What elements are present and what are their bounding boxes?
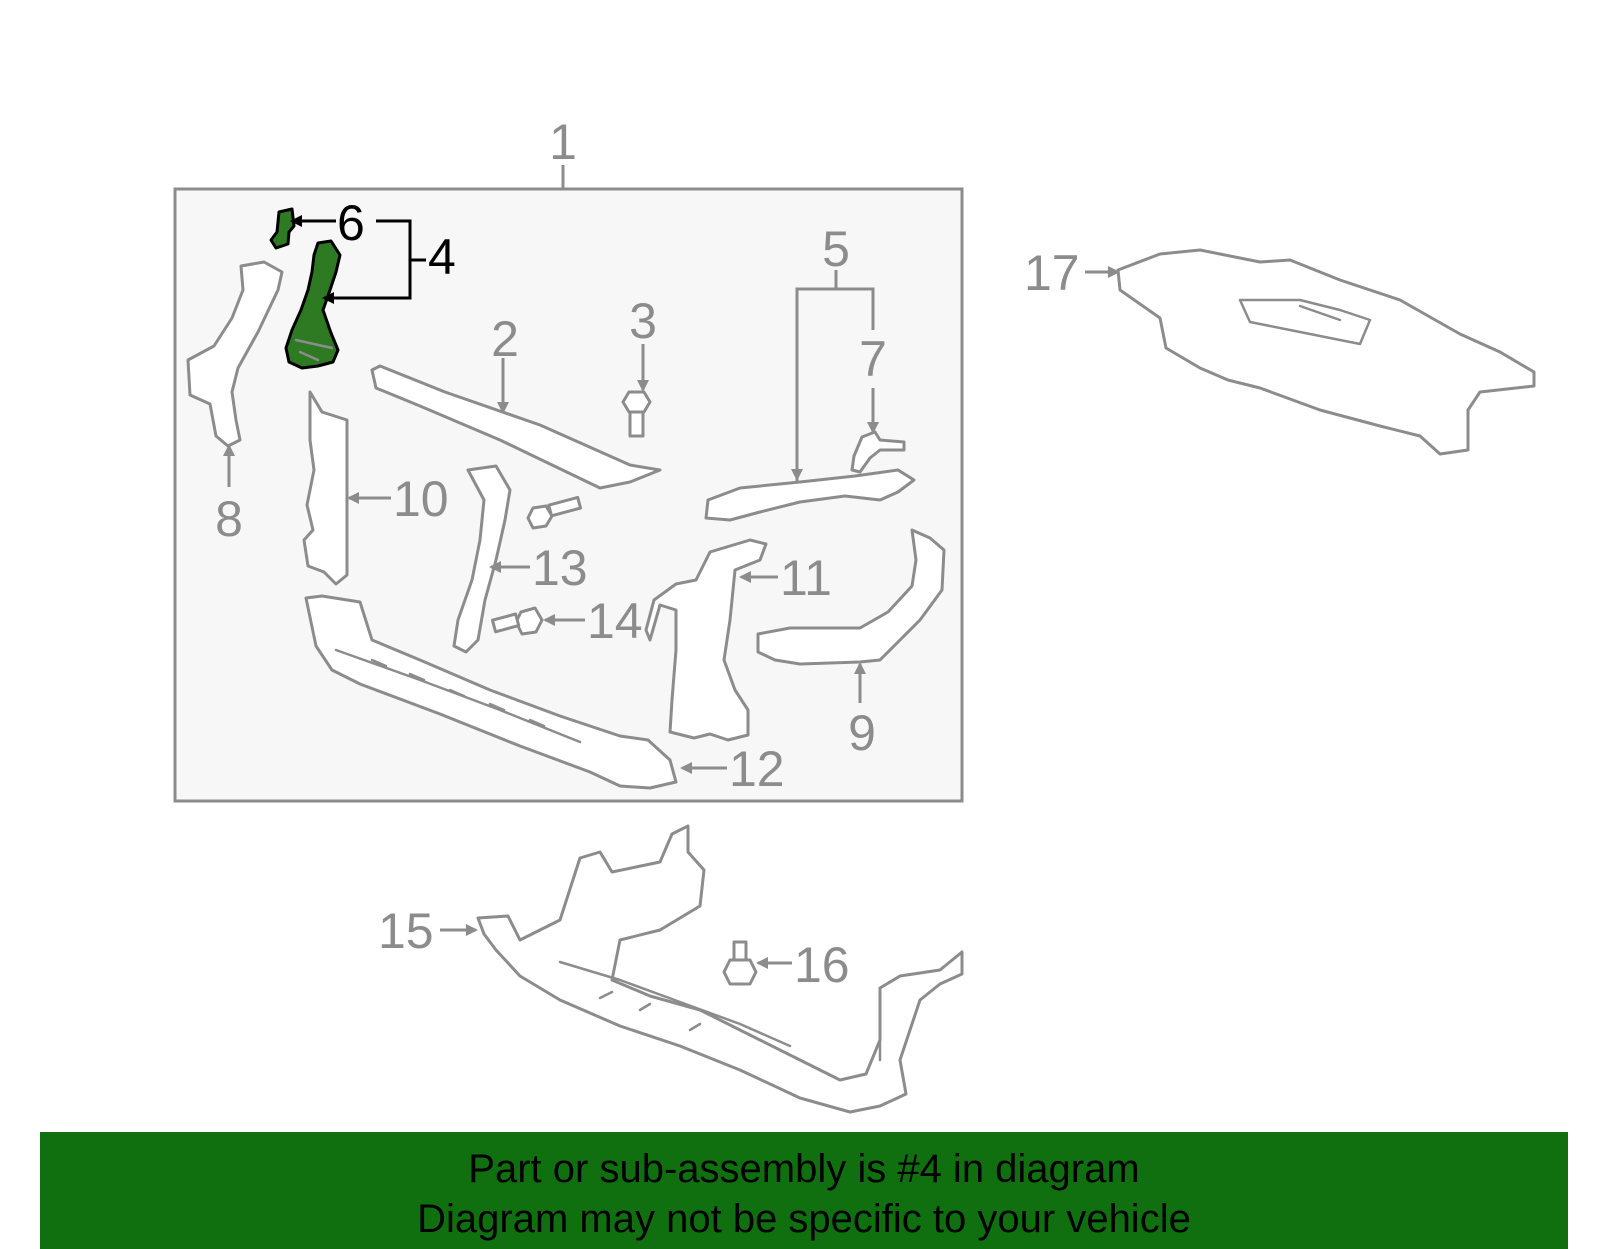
- callout-13: 13: [532, 540, 588, 596]
- callout-16: 16: [794, 937, 850, 993]
- part-4-bracket[interactable]: [284, 239, 342, 370]
- part-8-side-brace[interactable]: [186, 260, 284, 448]
- part-14-bolt[interactable]: [490, 606, 544, 636]
- callout-1: 1: [549, 114, 577, 170]
- callout-14: 14: [587, 593, 643, 649]
- banner-line-2: Diagram may not be specific to your vehi…: [417, 1197, 1191, 1241]
- part-5-bracket[interactable]: [704, 468, 916, 522]
- part-6-clip[interactable]: [269, 207, 296, 250]
- part-11-side-support[interactable]: [644, 538, 768, 742]
- bolt-upper[interactable]: [526, 495, 583, 530]
- callout-12: 12: [729, 741, 785, 797]
- part-13-stay[interactable]: [452, 464, 512, 654]
- callout-8: 8: [215, 491, 243, 547]
- part-2-upper-crossmember[interactable]: [370, 364, 662, 490]
- callout-4: 4: [428, 229, 456, 285]
- callout-15: 15: [378, 903, 434, 959]
- info-banner: Part or sub-assembly is #4 in diagram Di…: [40, 1132, 1568, 1249]
- part-16-clip[interactable]: [722, 940, 758, 986]
- callout-10: 10: [393, 471, 449, 527]
- callout-3: 3: [629, 293, 657, 349]
- callout-5: 5: [822, 221, 850, 277]
- callout-9: 9: [848, 705, 876, 761]
- callout-11: 11: [780, 550, 832, 606]
- part-15-undercover[interactable]: [476, 824, 964, 1114]
- part-17-shroud-cover[interactable]: [1116, 248, 1536, 456]
- callout-7: 7: [859, 331, 887, 387]
- part-3-bolt[interactable]: [621, 390, 652, 438]
- banner-line-1: Part or sub-assembly is #4 in diagram: [468, 1147, 1140, 1191]
- part-7-clip[interactable]: [850, 430, 906, 474]
- part-12-lower-crossmember[interactable]: [304, 594, 678, 790]
- part-9-side-brace[interactable]: [756, 528, 946, 666]
- callout-6: 6: [337, 195, 365, 251]
- callout-2: 2: [491, 311, 519, 367]
- callout-17: 17: [1024, 245, 1080, 301]
- part-10-side-panel[interactable]: [302, 390, 349, 586]
